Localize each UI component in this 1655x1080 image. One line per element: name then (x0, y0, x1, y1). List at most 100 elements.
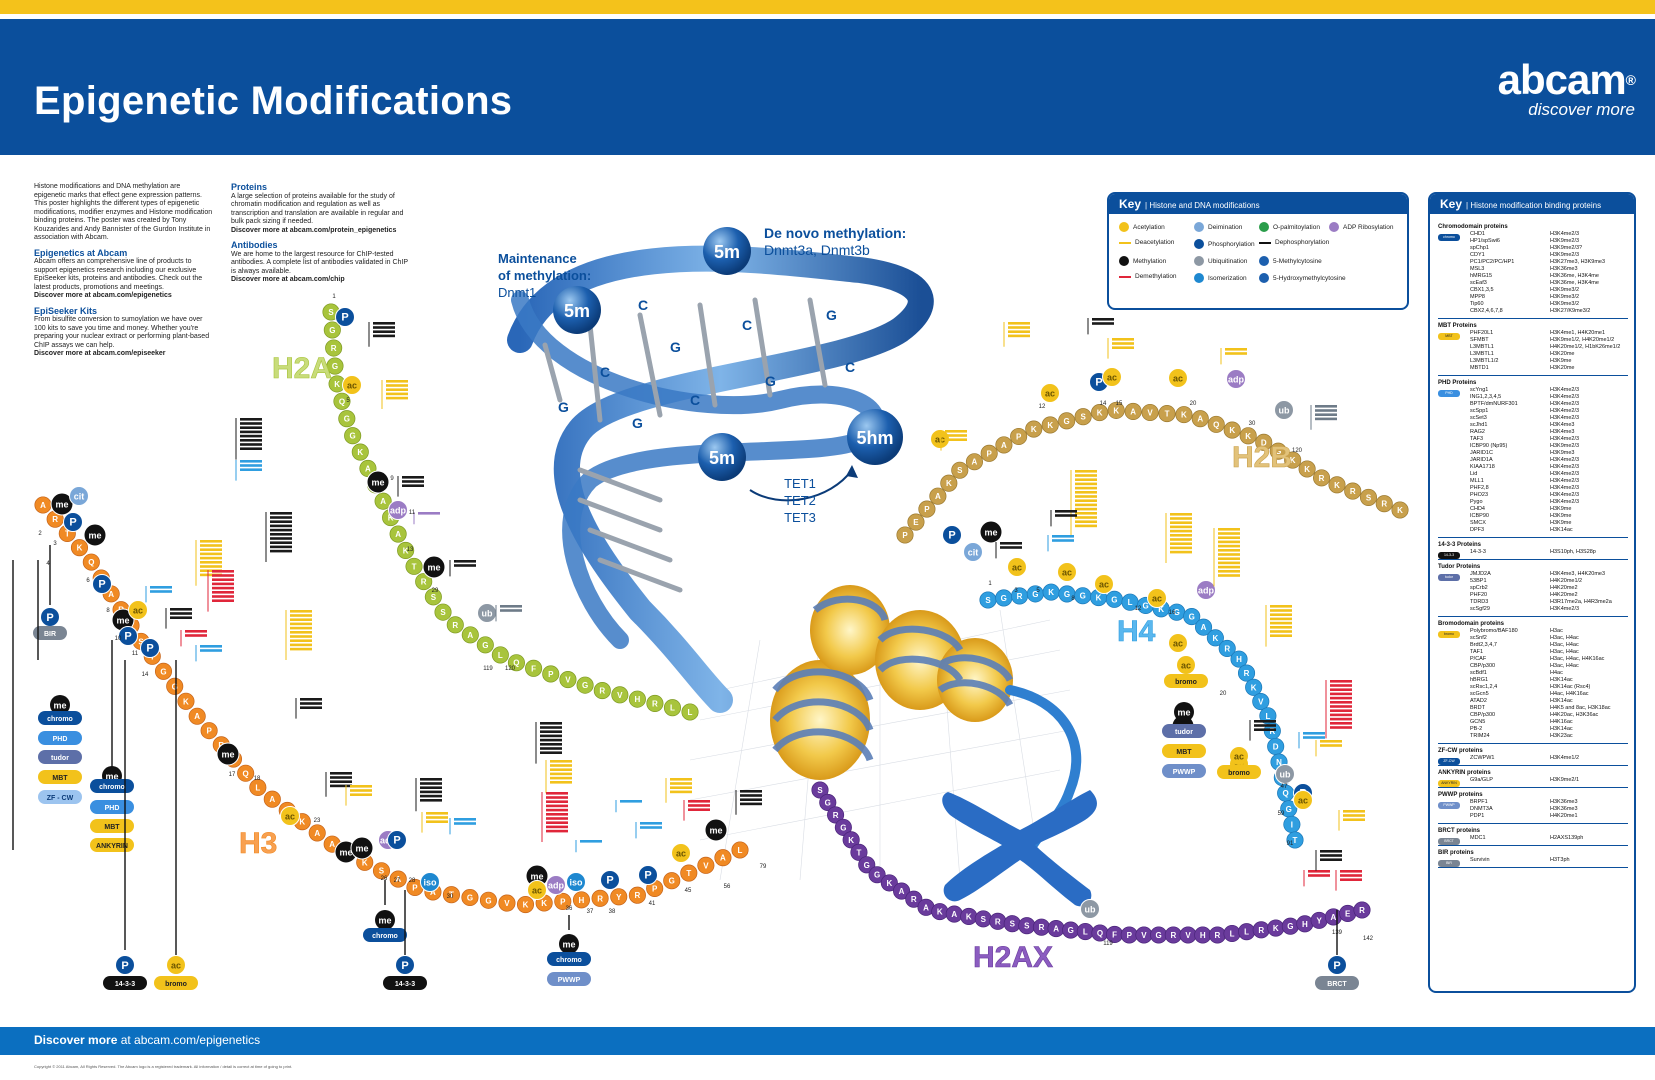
residue-number: 56 (724, 884, 731, 890)
key-item-label: Demethylation (1135, 273, 1177, 280)
enzyme-label-line (1330, 705, 1352, 708)
residue-letter: G (840, 823, 846, 832)
maintenance-label-1: Maintenance (498, 251, 577, 266)
enzyme-label-line (1075, 499, 1097, 502)
binding-protein-row: ICBP90 (Np95)H3K9me2/3 (1470, 443, 1580, 449)
enzyme-label-line (1008, 334, 1030, 338)
mod-badge-ac (1147, 588, 1167, 608)
section-link[interactable]: Discover more at abcam.com/protein_epige… (231, 226, 397, 234)
residue-bead (1344, 482, 1362, 500)
residue-letter: G (1111, 595, 1117, 604)
abcam-logo[interactable]: abcam® discover more (1498, 59, 1636, 120)
residue-letter: Q (513, 659, 519, 668)
mod-badge-P (118, 626, 138, 646)
top-accent-bar (0, 0, 1655, 14)
domain-pill-icon: bromo (1438, 631, 1460, 638)
enzyme-label-line (1008, 330, 1030, 333)
residue-number: 14 (142, 672, 149, 678)
mod-badge-cit (963, 542, 983, 562)
binder-me-label: me (1177, 708, 1190, 718)
residue-letter: G (1001, 594, 1007, 603)
mod-badge-label: iso (423, 878, 437, 888)
key-item-label: Ubiquitination (1208, 257, 1248, 265)
enzyme-label-line (212, 599, 234, 602)
residue-letter: R (452, 621, 458, 630)
mod-badge-label: me (88, 531, 101, 541)
residue-letter: K (388, 514, 394, 523)
section-link[interactable]: Discover more at abcam.com/episeeker (34, 350, 166, 357)
enzyme-label-line (290, 610, 312, 613)
residue-letter: A (923, 903, 929, 912)
section-link[interactable]: Discover more at abcam.com/chip (231, 276, 345, 283)
mod-badge-label: adp (1228, 375, 1245, 385)
mod-badge-me (704, 818, 728, 842)
key-swatch-icon (1119, 275, 1131, 278)
residue-letter: S (1366, 493, 1372, 502)
mod-badge-ub (1275, 764, 1295, 784)
intro-column-right: Proteins A large selection of proteins a… (231, 177, 411, 285)
residue-letter: G (1275, 447, 1281, 456)
binding-domain-label: PHD (53, 736, 68, 743)
domain-pill-icon: chromo (1438, 234, 1460, 241)
key-swatch-icon (1194, 239, 1204, 249)
key-item-label: Phosphorylation (1208, 240, 1255, 248)
enzyme-label-line (540, 734, 562, 738)
footer-link[interactable]: Discover more at abcam.com/epigenetics (34, 1033, 261, 1047)
binding-domain-zf-cw (38, 790, 82, 804)
binder-ac-label: ac (1234, 752, 1244, 762)
enzyme-label-line (546, 829, 568, 833)
residue-letter: S (1080, 413, 1086, 422)
domain-pill-icon: tudor (1438, 574, 1460, 581)
enzyme-label-line (386, 384, 408, 387)
residue-letter: P (1016, 432, 1022, 441)
section-link[interactable]: Discover more at abcam.com/epigenetics (34, 292, 172, 299)
mod-badge-label: P (1095, 377, 1102, 389)
enzyme-label-line (330, 784, 352, 788)
residue-letter: V (1141, 931, 1147, 940)
binding-domain-label: bromo (1175, 679, 1197, 686)
enzyme-label-line (550, 760, 572, 763)
enzyme-label-line (240, 439, 262, 442)
residue-bead (237, 764, 255, 782)
residue-bead (1218, 639, 1236, 658)
enzyme-label-line (1000, 546, 1022, 549)
residue-bead (166, 677, 184, 695)
residue-letter: A (1201, 623, 1207, 632)
enzyme-label-line (1270, 617, 1292, 621)
binding-domain-label: bromo (165, 981, 187, 988)
enzyme-label-line (1112, 342, 1134, 345)
enzyme-label-line (200, 573, 222, 577)
binding-domain-label: ANKYRIN (96, 843, 128, 850)
key-histone-dna-modifications: Key| Histone and DNA modifications Acety… (1107, 192, 1409, 310)
residue-letter: P (548, 670, 554, 679)
binder-ac-label: ac (1181, 661, 1191, 671)
residue-letter: G (1032, 590, 1038, 599)
enzyme-label-line (550, 772, 572, 776)
residue-number: 3 (53, 541, 57, 547)
residue-bead (1286, 831, 1304, 849)
enzyme-label-line (1000, 542, 1022, 545)
enzyme-label-line (1340, 874, 1362, 877)
key-swatch-icon (1194, 273, 1204, 283)
sphere-label: 5m (714, 242, 740, 262)
residue-letter: K (1181, 411, 1187, 420)
residue-bead (1206, 629, 1224, 647)
enzyme-label-line (270, 541, 292, 544)
enzyme-label-line (270, 524, 292, 528)
binding-domain-bromo (1164, 674, 1208, 688)
sphere-label: 5hm (856, 428, 893, 448)
mod-badge-label: ac (1152, 594, 1162, 604)
enzyme-label-line (270, 549, 292, 553)
enzyme-label-line (1218, 549, 1240, 552)
residue-bead (415, 573, 433, 591)
